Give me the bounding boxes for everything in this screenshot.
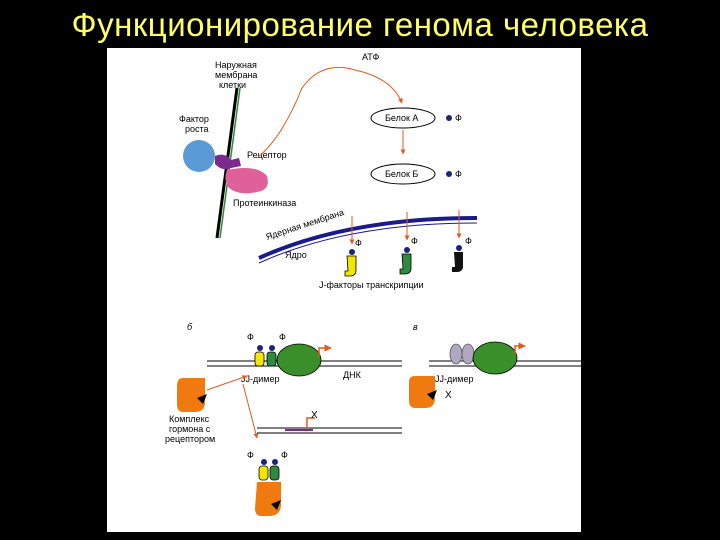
kinase-label: Протеинкиназа [233, 198, 296, 208]
phosphate-tf1: Ф [355, 238, 362, 248]
start-arrow-b [318, 344, 332, 356]
hormone-complex-v [409, 376, 435, 408]
dna-label: ДНК [343, 370, 362, 380]
tf-label: J-факторы транскрипции [319, 280, 424, 290]
diagram-panel: Наружная мембрана клетки Фактор роста Ре… [107, 48, 581, 532]
panel-b-label: б [187, 322, 193, 332]
hormone-to-dimer-arrow [206, 375, 248, 391]
inactive-tf-2 [461, 343, 475, 365]
dimer-b-green [266, 351, 277, 367]
x-mark-b: X [311, 410, 318, 421]
phosphate-b2: Ф [279, 332, 286, 342]
membrane-label-2: мембрана [215, 70, 257, 80]
dimer-b2-green [269, 465, 280, 481]
phosphate-dot-b [446, 171, 452, 177]
slide-title: Функционирование генома человека [71, 6, 649, 43]
nuclear-membrane-label: Ядерная мембрана [265, 207, 346, 242]
phosphate-dot-a [446, 115, 452, 121]
protein-b-box [370, 163, 436, 185]
inactive-tf-1 [449, 343, 463, 365]
phosphate-tf2: Ф [411, 236, 418, 246]
tf-yellow [344, 255, 357, 277]
polymerase-v [472, 341, 518, 375]
phosphate-b3: Ф [247, 450, 254, 460]
hormone-label-1: Комплекс [169, 414, 210, 424]
atp-label: АТФ [362, 52, 379, 62]
kinase-shape [225, 168, 268, 194]
x-mark-v: X [445, 390, 452, 401]
phosphate-b4: Ф [281, 450, 288, 460]
nucleus-label: Ядро [285, 250, 307, 260]
growth-factor-label-1: Фактор [179, 114, 209, 124]
membrane-label-3: клетки [219, 80, 246, 90]
hormone-label-2: гормона с [169, 424, 211, 434]
blocked-arrow [306, 417, 315, 428]
dot-b4 [272, 459, 278, 465]
start-arrow-v [514, 342, 526, 354]
hormone-mark-b [197, 394, 207, 404]
tf2-phosphate-dot [404, 247, 410, 253]
jj-dimer-label-b: JJ-димер [241, 374, 279, 384]
receptor-label: Рецептор [247, 150, 287, 160]
hormone-complex-b2 [255, 482, 281, 516]
hormone-mark-v [427, 390, 437, 400]
receptor-shape [215, 154, 241, 170]
nuclear-membrane [258, 216, 478, 260]
jj-dimer-label-v: JJ-димер [435, 374, 473, 384]
phosphate-tf3: Ф [465, 236, 472, 246]
dimer-b2-yellow [258, 465, 269, 481]
signaling-diagram: Наружная мембрана клетки Фактор роста Ре… [165, 52, 581, 516]
membrane-label-1: Наружная [215, 60, 257, 70]
hormone-down-arrow [242, 383, 259, 439]
tf1-phosphate-dot [349, 249, 355, 255]
dot-b2 [269, 345, 275, 351]
protein-a-box [370, 107, 436, 129]
dot-b3 [261, 459, 267, 465]
hormone-label-3: рецептором [165, 434, 215, 444]
tf-green [399, 253, 412, 275]
protein-a-label: Белок А [385, 113, 418, 123]
phosphate-b: Ф [455, 169, 462, 179]
hormone-complex-b [177, 378, 205, 412]
dimer-b-yellow [254, 351, 265, 367]
tf3-phosphate-dot [456, 245, 462, 251]
phosphate-b1: Ф [247, 332, 254, 342]
protein-b-label: Белок Б [385, 169, 418, 179]
hormone-mark-b2 [271, 500, 281, 510]
atp-curve [256, 66, 403, 159]
panel-v-label: в [413, 322, 418, 332]
growth-factor-label-2: роста [185, 124, 209, 134]
growth-factor-ball [183, 140, 215, 172]
tf-black [452, 252, 463, 272]
polymerase-b [276, 343, 322, 377]
phosphate-a: Ф [455, 113, 462, 123]
dot-b1 [257, 345, 263, 351]
